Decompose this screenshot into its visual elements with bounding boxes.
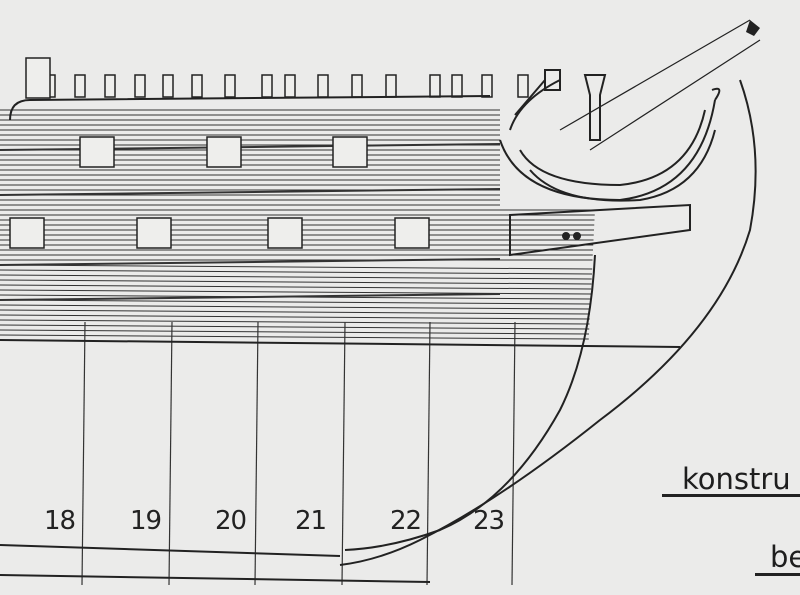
plank-line bbox=[0, 264, 593, 270]
timberhead bbox=[429, 74, 441, 98]
gunport bbox=[136, 217, 172, 249]
hull-outline bbox=[0, 19, 761, 583]
plank-line bbox=[0, 334, 589, 340]
station-label-18: 18 bbox=[44, 506, 76, 536]
stem-outer bbox=[339, 79, 757, 566]
wale-line bbox=[0, 258, 501, 266]
plank-line bbox=[0, 314, 590, 320]
timberhead bbox=[162, 74, 174, 98]
gunport bbox=[332, 136, 368, 168]
note-konstru: konstru bbox=[682, 462, 791, 496]
gunport bbox=[79, 136, 115, 168]
station-line bbox=[341, 321, 346, 586]
plank-line bbox=[0, 319, 590, 325]
bowsprit-line-2 bbox=[589, 39, 761, 151]
gunport bbox=[394, 217, 430, 249]
timberhead bbox=[351, 74, 363, 98]
bottom-line bbox=[0, 574, 431, 583]
scroll bbox=[711, 87, 721, 101]
cathead-panel bbox=[509, 203, 691, 257]
rail-timberheads bbox=[25, 57, 529, 99]
station-label-19: 19 bbox=[130, 506, 162, 536]
timberhead bbox=[284, 74, 296, 98]
gunport bbox=[206, 136, 242, 168]
rigging-fitting-icon bbox=[746, 20, 760, 36]
station-label-22: 22 bbox=[390, 506, 422, 536]
stem-inner bbox=[344, 254, 596, 551]
cathead bbox=[544, 69, 561, 91]
gunport bbox=[267, 217, 303, 249]
timberhead bbox=[517, 74, 529, 98]
belfry bbox=[25, 57, 51, 99]
note-be: be bbox=[770, 540, 800, 574]
timberhead bbox=[481, 74, 493, 98]
timberhead bbox=[191, 74, 203, 98]
head-rail-2 bbox=[519, 109, 706, 187]
top-rail bbox=[9, 95, 491, 121]
bow-post bbox=[583, 74, 607, 141]
timberhead bbox=[74, 74, 86, 98]
plank-line bbox=[0, 304, 591, 310]
head-timber bbox=[509, 79, 561, 131]
note-underline bbox=[755, 573, 800, 576]
plank-line bbox=[0, 329, 590, 335]
timberhead bbox=[261, 74, 273, 98]
timberhead bbox=[134, 74, 146, 98]
plank-line bbox=[0, 289, 592, 295]
wale-line bbox=[0, 293, 501, 301]
timberhead bbox=[385, 74, 397, 98]
keel-line bbox=[0, 339, 681, 348]
station-line bbox=[254, 321, 259, 586]
plank-line bbox=[0, 284, 592, 290]
wale-line bbox=[0, 188, 501, 196]
plank-line bbox=[0, 279, 592, 285]
station-label-23: 23 bbox=[473, 506, 505, 536]
gunports bbox=[9, 136, 430, 249]
plank-line bbox=[0, 274, 592, 280]
note-underline bbox=[662, 494, 800, 497]
station-line bbox=[81, 321, 86, 586]
timberhead bbox=[451, 74, 463, 98]
base-line bbox=[0, 544, 341, 557]
station-line bbox=[511, 321, 516, 586]
cathead-beam bbox=[514, 79, 546, 116]
cathead-face-icon bbox=[562, 232, 581, 240]
station-lines bbox=[81, 321, 516, 586]
plank-line bbox=[0, 309, 591, 315]
head-rail-3 bbox=[529, 129, 716, 202]
station-line bbox=[426, 321, 431, 586]
gunport bbox=[9, 217, 45, 249]
plank-line bbox=[0, 299, 591, 305]
timberhead bbox=[224, 74, 236, 98]
plank-line bbox=[0, 269, 593, 275]
station-label-20: 20 bbox=[215, 506, 247, 536]
plank-line bbox=[0, 324, 590, 330]
station-line bbox=[168, 321, 173, 586]
timberhead bbox=[104, 74, 116, 98]
station-label-21: 21 bbox=[295, 506, 327, 536]
timberhead bbox=[317, 74, 329, 98]
bowsprit-line-1 bbox=[559, 19, 751, 131]
